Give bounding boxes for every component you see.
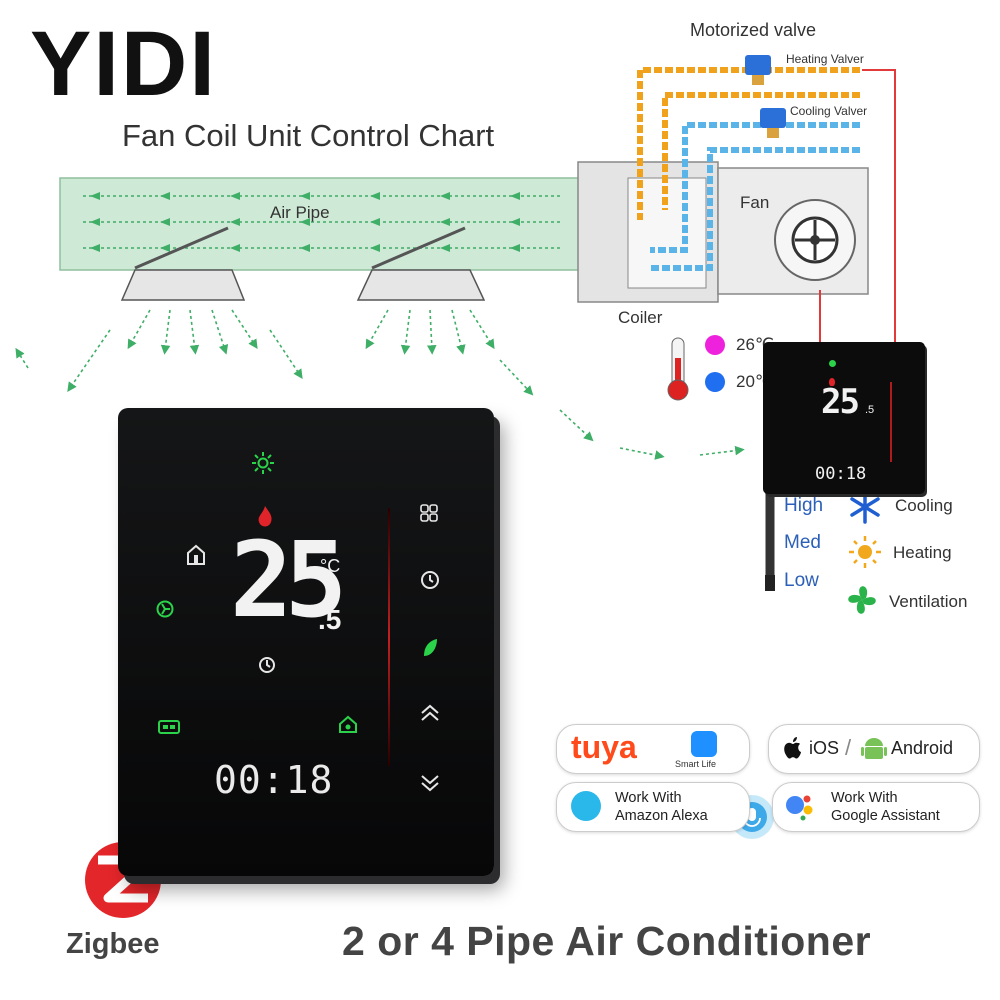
zigbee-label: Zigbee [66, 928, 160, 960]
small-sun-icon [829, 360, 836, 367]
android-logo-icon [861, 738, 887, 759]
temperature-display: 25 [230, 519, 347, 641]
small-slider-line [890, 382, 892, 462]
timer-clock-icon[interactable] [420, 570, 440, 590]
small-clock-display: 00:18 [815, 464, 867, 484]
cooling-valve-icon [760, 108, 786, 138]
diffuser-left [120, 226, 246, 301]
heating-valve-label: Heating Valver [786, 52, 864, 66]
diffuser-right [356, 226, 486, 301]
tuya-logo: tuya [571, 729, 637, 765]
google-assistant-icon [786, 795, 813, 821]
menu-grid-icon[interactable] [420, 504, 438, 522]
sun-icon [849, 536, 881, 568]
mode-ventilation-label: Ventilation [889, 592, 968, 611]
tuya-badge: tuya Smart Life [556, 724, 750, 774]
air-duct [59, 177, 581, 271]
alexa-badge: Work With Amazon Alexa [556, 782, 750, 832]
motorized-valve-label: Motorized valve [690, 20, 817, 40]
separator-slash: / [845, 735, 852, 760]
air-pipe-label: Air Pipe [270, 203, 330, 222]
speed-high-label: High [784, 495, 824, 516]
heating-pipes [637, 67, 860, 220]
temperature-decimal: .5 [318, 604, 342, 635]
android-label: Android [891, 738, 954, 758]
duct-airflow-arrows [80, 195, 560, 249]
sun-mode-icon[interactable] [252, 452, 274, 474]
alexa-label: Work With Amazon Alexa [615, 790, 708, 825]
eco-leaf-icon[interactable] [422, 638, 438, 658]
temp-high-dot [705, 335, 725, 355]
ios-label: iOS [809, 738, 840, 758]
clock-display: 00:18 [214, 758, 334, 802]
duct-arrow-heads [90, 192, 520, 252]
fan-speed-bar [765, 487, 775, 591]
fan-speed-icon[interactable] [156, 600, 174, 618]
platform-badge: iOS / Android [768, 724, 980, 774]
thermostat-panel: 25 °C .5 00:18 [118, 408, 494, 876]
thermometer-icon [667, 337, 689, 401]
google-label: Work With Google Assistant [831, 790, 940, 825]
power-save-icon[interactable] [158, 720, 180, 734]
control-wires [819, 69, 896, 345]
speed-low-label: Low [784, 570, 819, 591]
small-temp-decimal: .5 [865, 404, 875, 416]
cooling-valve-label: Cooling Valver [790, 104, 868, 118]
away-mode-icon[interactable] [338, 714, 358, 734]
smart-life-label: Smart Life [675, 759, 717, 769]
cooling-pipes [650, 122, 860, 271]
diffuser-air-arrows [15, 309, 745, 460]
fan-label: Fan [740, 193, 770, 212]
mode-cooling-label: Cooling [895, 496, 953, 515]
arrow-up-icon[interactable] [420, 704, 440, 722]
arrow-down-icon[interactable] [420, 774, 440, 792]
mode-heating-label: Heating [893, 543, 952, 562]
flame-icon [258, 506, 272, 527]
temperature-slider[interactable] [388, 508, 390, 766]
product-title: 2 or 4 Pipe Air Conditioner [342, 918, 872, 964]
chart-title: Fan Coil Unit Control Chart [122, 118, 495, 153]
alexa-logo-icon [571, 791, 601, 821]
heating-valve-icon [745, 55, 771, 85]
schedule-clock-icon [259, 657, 275, 673]
smart-life-icon [691, 731, 717, 757]
google-badge: Work With Google Assistant [772, 782, 980, 832]
small-thermostat-panel: 25 .5 00:18 [763, 342, 925, 494]
small-temp-display: 25 [821, 382, 860, 422]
apple-logo-icon [784, 737, 801, 759]
home-icon[interactable] [186, 544, 206, 566]
temp-low-dot [705, 372, 725, 392]
speed-med-label: Med [784, 532, 821, 553]
ventilation-icon [848, 586, 876, 614]
brand-logo: YIDI [30, 13, 217, 115]
temperature-unit: °C [320, 556, 341, 576]
small-flame-icon [829, 378, 835, 386]
snowflake-icon [850, 490, 880, 524]
coiler-label: Coiler [618, 308, 663, 327]
